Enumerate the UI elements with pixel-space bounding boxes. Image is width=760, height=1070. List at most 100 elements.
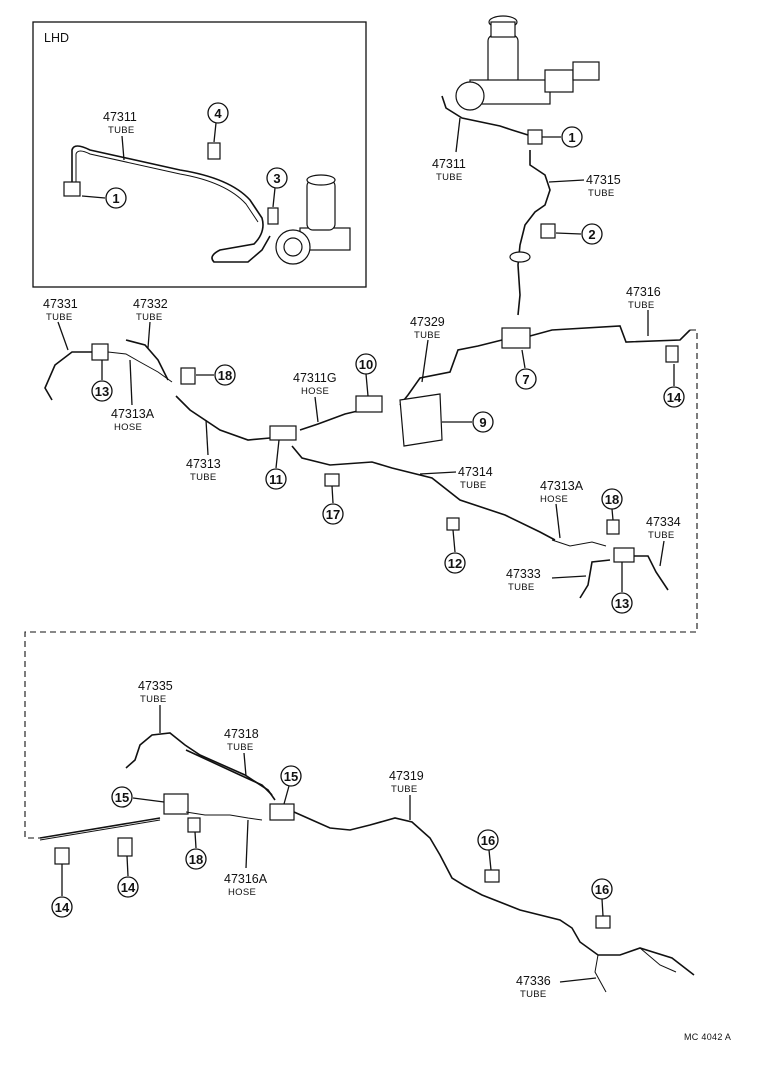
part-type: HOSE	[228, 887, 256, 898]
grommet	[509, 251, 531, 263]
part-number: 47314	[458, 465, 493, 479]
tube-47333	[579, 559, 611, 599]
hose-47313a-left	[107, 351, 173, 383]
callout-number: 11	[269, 472, 283, 487]
part-type: TUBE	[227, 742, 254, 753]
hose-47313a-right	[551, 539, 607, 547]
part-number: 47316	[626, 285, 661, 299]
part-type: TUBE	[588, 188, 615, 199]
clip-2	[540, 223, 556, 239]
callout-number: 14	[55, 900, 70, 915]
callout-number: 18	[218, 368, 232, 383]
label-47332: 47332 TUBE	[133, 297, 168, 349]
callout-number: 1	[568, 130, 575, 145]
callout-number: 16	[481, 833, 495, 848]
callout-1-lhd: 1	[81, 187, 127, 209]
part-number: 47311G	[293, 371, 337, 385]
callout-number: 14	[667, 390, 682, 405]
part-type: TUBE	[391, 784, 418, 795]
part-type: HOSE	[540, 494, 568, 505]
bracket-13-right	[613, 547, 635, 563]
clip-14-right	[665, 345, 679, 363]
callout-number: 17	[326, 507, 340, 522]
clip-18-left	[180, 367, 196, 385]
callout-14-a: 14	[663, 364, 685, 408]
part-type: TUBE	[460, 480, 487, 491]
callout-number: 2	[588, 227, 595, 242]
continuation-dashed-line	[24, 329, 698, 839]
label-47311g: 47311G HOSE	[293, 371, 337, 423]
label-47329: 47329 TUBE	[410, 315, 445, 383]
clip-14-lower-mid	[117, 837, 133, 857]
lhd-master-cylinder	[275, 174, 351, 265]
part-number: 47331	[43, 297, 78, 311]
callout-11: 11	[265, 439, 287, 490]
part-type: TUBE	[136, 312, 163, 323]
part-type: TUBE	[414, 330, 441, 341]
callout-14-b: 14	[117, 855, 139, 898]
lhd-inset-frame	[32, 21, 367, 288]
callout-number: 4	[214, 106, 222, 121]
part-number: 47316A	[224, 872, 268, 886]
label-47313a-left: 47313A HOSE	[111, 359, 155, 433]
diagram-code: MC 4042 A	[684, 1032, 731, 1042]
part-number: 47336	[516, 974, 551, 988]
callout-number: 13	[95, 384, 109, 399]
clip-16-b	[595, 915, 611, 929]
junction-11	[269, 425, 297, 441]
label-47336: 47336 TUBE	[516, 974, 597, 1000]
label-47319: 47319 TUBE	[389, 769, 424, 820]
lhd-inset: LHD 47311 TUBE 1 4	[32, 21, 367, 288]
tube-47336	[594, 947, 677, 993]
callout-2: 2	[555, 223, 603, 245]
callout-number: 3	[273, 171, 280, 186]
tube-47313	[175, 395, 271, 441]
label-47315: 47315 TUBE	[548, 173, 621, 199]
lhd-tube-47311	[71, 145, 271, 263]
bracket-10	[355, 395, 383, 413]
clip-12	[446, 517, 460, 531]
clip-18-lower	[187, 817, 201, 833]
tube-47311-main	[441, 95, 529, 136]
callout-10: 10	[355, 353, 377, 397]
label-47331: 47331 TUBE	[43, 297, 78, 351]
lhd-inset-label: LHD	[44, 31, 69, 45]
tube-47315	[517, 150, 551, 316]
callout-18-b: 18	[601, 488, 623, 521]
callout-15-a: 15	[111, 786, 165, 808]
label-47333: 47333 TUBE	[506, 567, 587, 593]
hose-47316a	[185, 811, 263, 821]
callout-13-a: 13	[91, 360, 113, 402]
part-type: TUBE	[436, 172, 463, 183]
clip-16-a	[484, 869, 500, 883]
part-type: TUBE	[108, 125, 135, 136]
callout-12: 12	[444, 529, 466, 574]
label-47334: 47334 TUBE	[646, 515, 681, 567]
tube-47319	[293, 811, 695, 976]
callout-number: 10	[359, 357, 373, 372]
label-47316a: 47316A HOSE	[224, 819, 268, 898]
part-type: TUBE	[520, 989, 547, 1000]
callout-7: 7	[515, 349, 537, 390]
clip-1-main	[527, 129, 543, 145]
tube-47334	[634, 555, 669, 591]
callout-18-a: 18	[196, 364, 236, 386]
bracket-9	[399, 393, 443, 447]
label-47316: 47316 TUBE	[626, 285, 661, 336]
clip-17	[324, 473, 340, 487]
tube-47314	[291, 445, 556, 541]
callout-9: 9	[442, 411, 494, 433]
callout-17: 17	[322, 485, 344, 525]
callout-number: 14	[121, 880, 136, 895]
part-type: TUBE	[508, 582, 535, 593]
part-number: 47334	[646, 515, 681, 529]
part-type: HOSE	[301, 386, 329, 397]
lhd-clip-3	[267, 207, 279, 225]
callout-number: 15	[115, 790, 129, 805]
part-number: 47335	[138, 679, 173, 693]
part-number: 47329	[410, 315, 445, 329]
bracket-15-left	[163, 793, 189, 815]
label-47313a-right: 47313A HOSE	[540, 479, 584, 539]
label-47335: 47335 TUBE	[138, 679, 173, 733]
